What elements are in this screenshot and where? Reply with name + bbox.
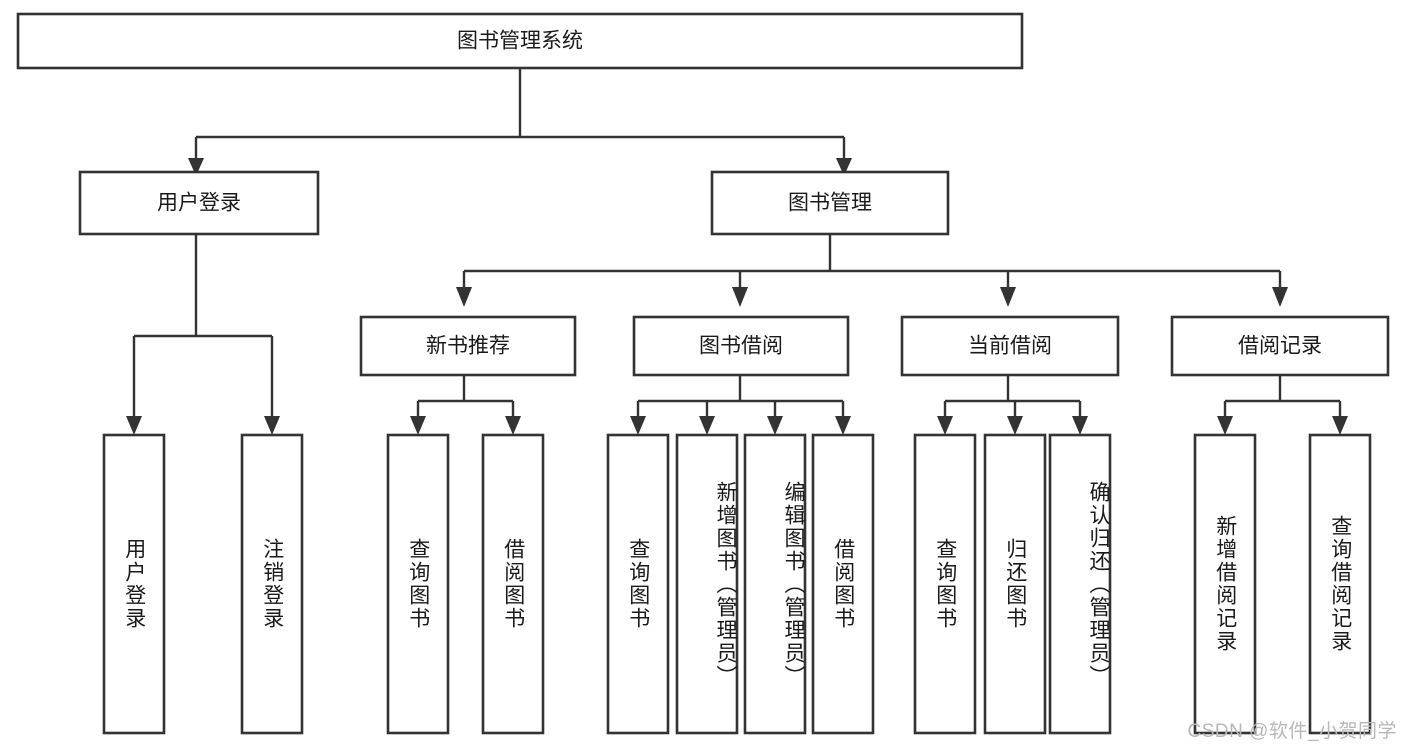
- csdn-watermark: CSDN @软件_小贺同学: [1187, 721, 1397, 742]
- node-root-label: 图书管理系统: [457, 30, 583, 53]
- node-leaf-add-book[interactable]: [675, 433, 739, 735]
- node-leaf-confirm-return[interactable]: [1048, 433, 1112, 735]
- node-leaf-borrow-book-2[interactable]: [811, 433, 875, 735]
- node-leaf-return-book[interactable]: [983, 433, 1047, 735]
- node-leaf-user-logout[interactable]: [240, 433, 304, 735]
- node-leaf-borrow-book-1[interactable]: [481, 433, 545, 735]
- node-borrow-record-label: 借阅记录: [1238, 335, 1322, 358]
- connector-book-borrow-to-leaves: [630, 375, 851, 435]
- connector-current-borrow-to-leaves: [937, 375, 1088, 435]
- connector-borrow-record-to-leaves: [1217, 375, 1348, 435]
- node-user-login[interactable]: 用户登录: [78, 170, 320, 236]
- node-leaf-query-book-3[interactable]: [913, 433, 977, 735]
- node-book-manage-label: 图书管理: [788, 192, 872, 215]
- node-leaf-user-login[interactable]: [102, 433, 166, 735]
- node-user-login-label: 用户登录: [157, 192, 241, 215]
- node-root[interactable]: 图书管理系统: [16, 12, 1024, 70]
- node-book-manage[interactable]: 图书管理: [710, 170, 950, 236]
- connector-book-manage-to-level2: [456, 233, 1288, 307]
- node-leaf-query-record[interactable]: [1308, 433, 1372, 735]
- node-leaf-query-book-2[interactable]: [606, 433, 670, 735]
- connector-user-login-to-leaves: [126, 233, 280, 435]
- node-borrow-record[interactable]: 借阅记录: [1170, 315, 1390, 377]
- node-leaf-add-record[interactable]: [1193, 433, 1257, 735]
- node-current-borrow-label: 当前借阅: [968, 335, 1052, 358]
- connector-root-to-level1: [188, 68, 852, 176]
- node-leaf-edit-book[interactable]: [743, 433, 807, 735]
- node-book-borrow-label: 图书借阅: [699, 335, 783, 358]
- connector-new-book-rec-to-leaves: [410, 375, 521, 435]
- node-new-book-rec[interactable]: 新书推荐: [359, 315, 577, 377]
- node-new-book-rec-label: 新书推荐: [426, 335, 510, 358]
- node-book-borrow[interactable]: 图书借阅: [632, 315, 850, 377]
- node-current-borrow[interactable]: 当前借阅: [900, 315, 1120, 377]
- node-leaf-query-book-1[interactable]: [386, 433, 450, 735]
